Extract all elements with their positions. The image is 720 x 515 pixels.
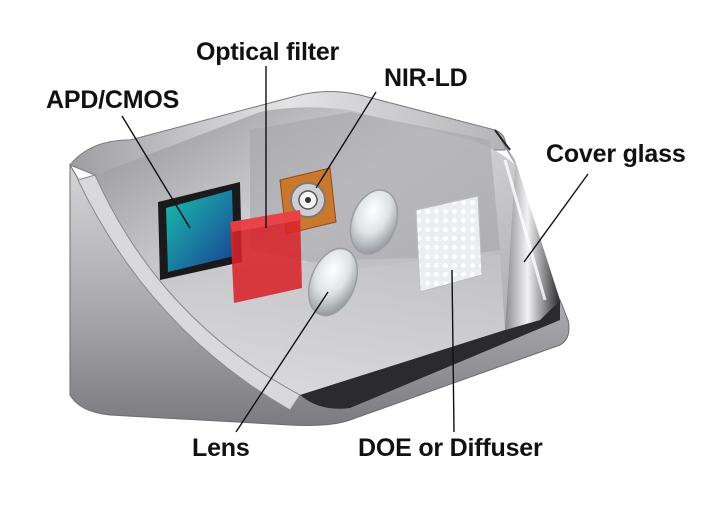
label-doe-diffuser: DOE or Diffuser [358, 434, 543, 462]
label-cover-glass: Cover glass [546, 140, 686, 168]
lens-rear [349, 189, 399, 255]
leader-nir-ld [315, 91, 377, 189]
housing-left-lip [77, 174, 301, 411]
leader-apd-cmos [121, 115, 191, 229]
label-lens: Lens [192, 434, 250, 462]
label-optical-filter: Optical filter [196, 38, 340, 66]
label-apd-cmos: APD/CMOS [46, 86, 180, 114]
leader-lens [235, 291, 329, 433]
label-nir-ld: NIR-LD [384, 64, 468, 92]
apd-cmos-sensor [158, 182, 242, 280]
leader-doe [451, 269, 455, 433]
leader-cover-glass [523, 173, 589, 263]
housing-floor-edge [300, 300, 560, 409]
doe-diffuser-plate [415, 195, 483, 293]
lens-front [308, 247, 358, 317]
housing [69, 91, 570, 426]
leader-lines [121, 66, 589, 433]
cover-glass [494, 129, 560, 330]
